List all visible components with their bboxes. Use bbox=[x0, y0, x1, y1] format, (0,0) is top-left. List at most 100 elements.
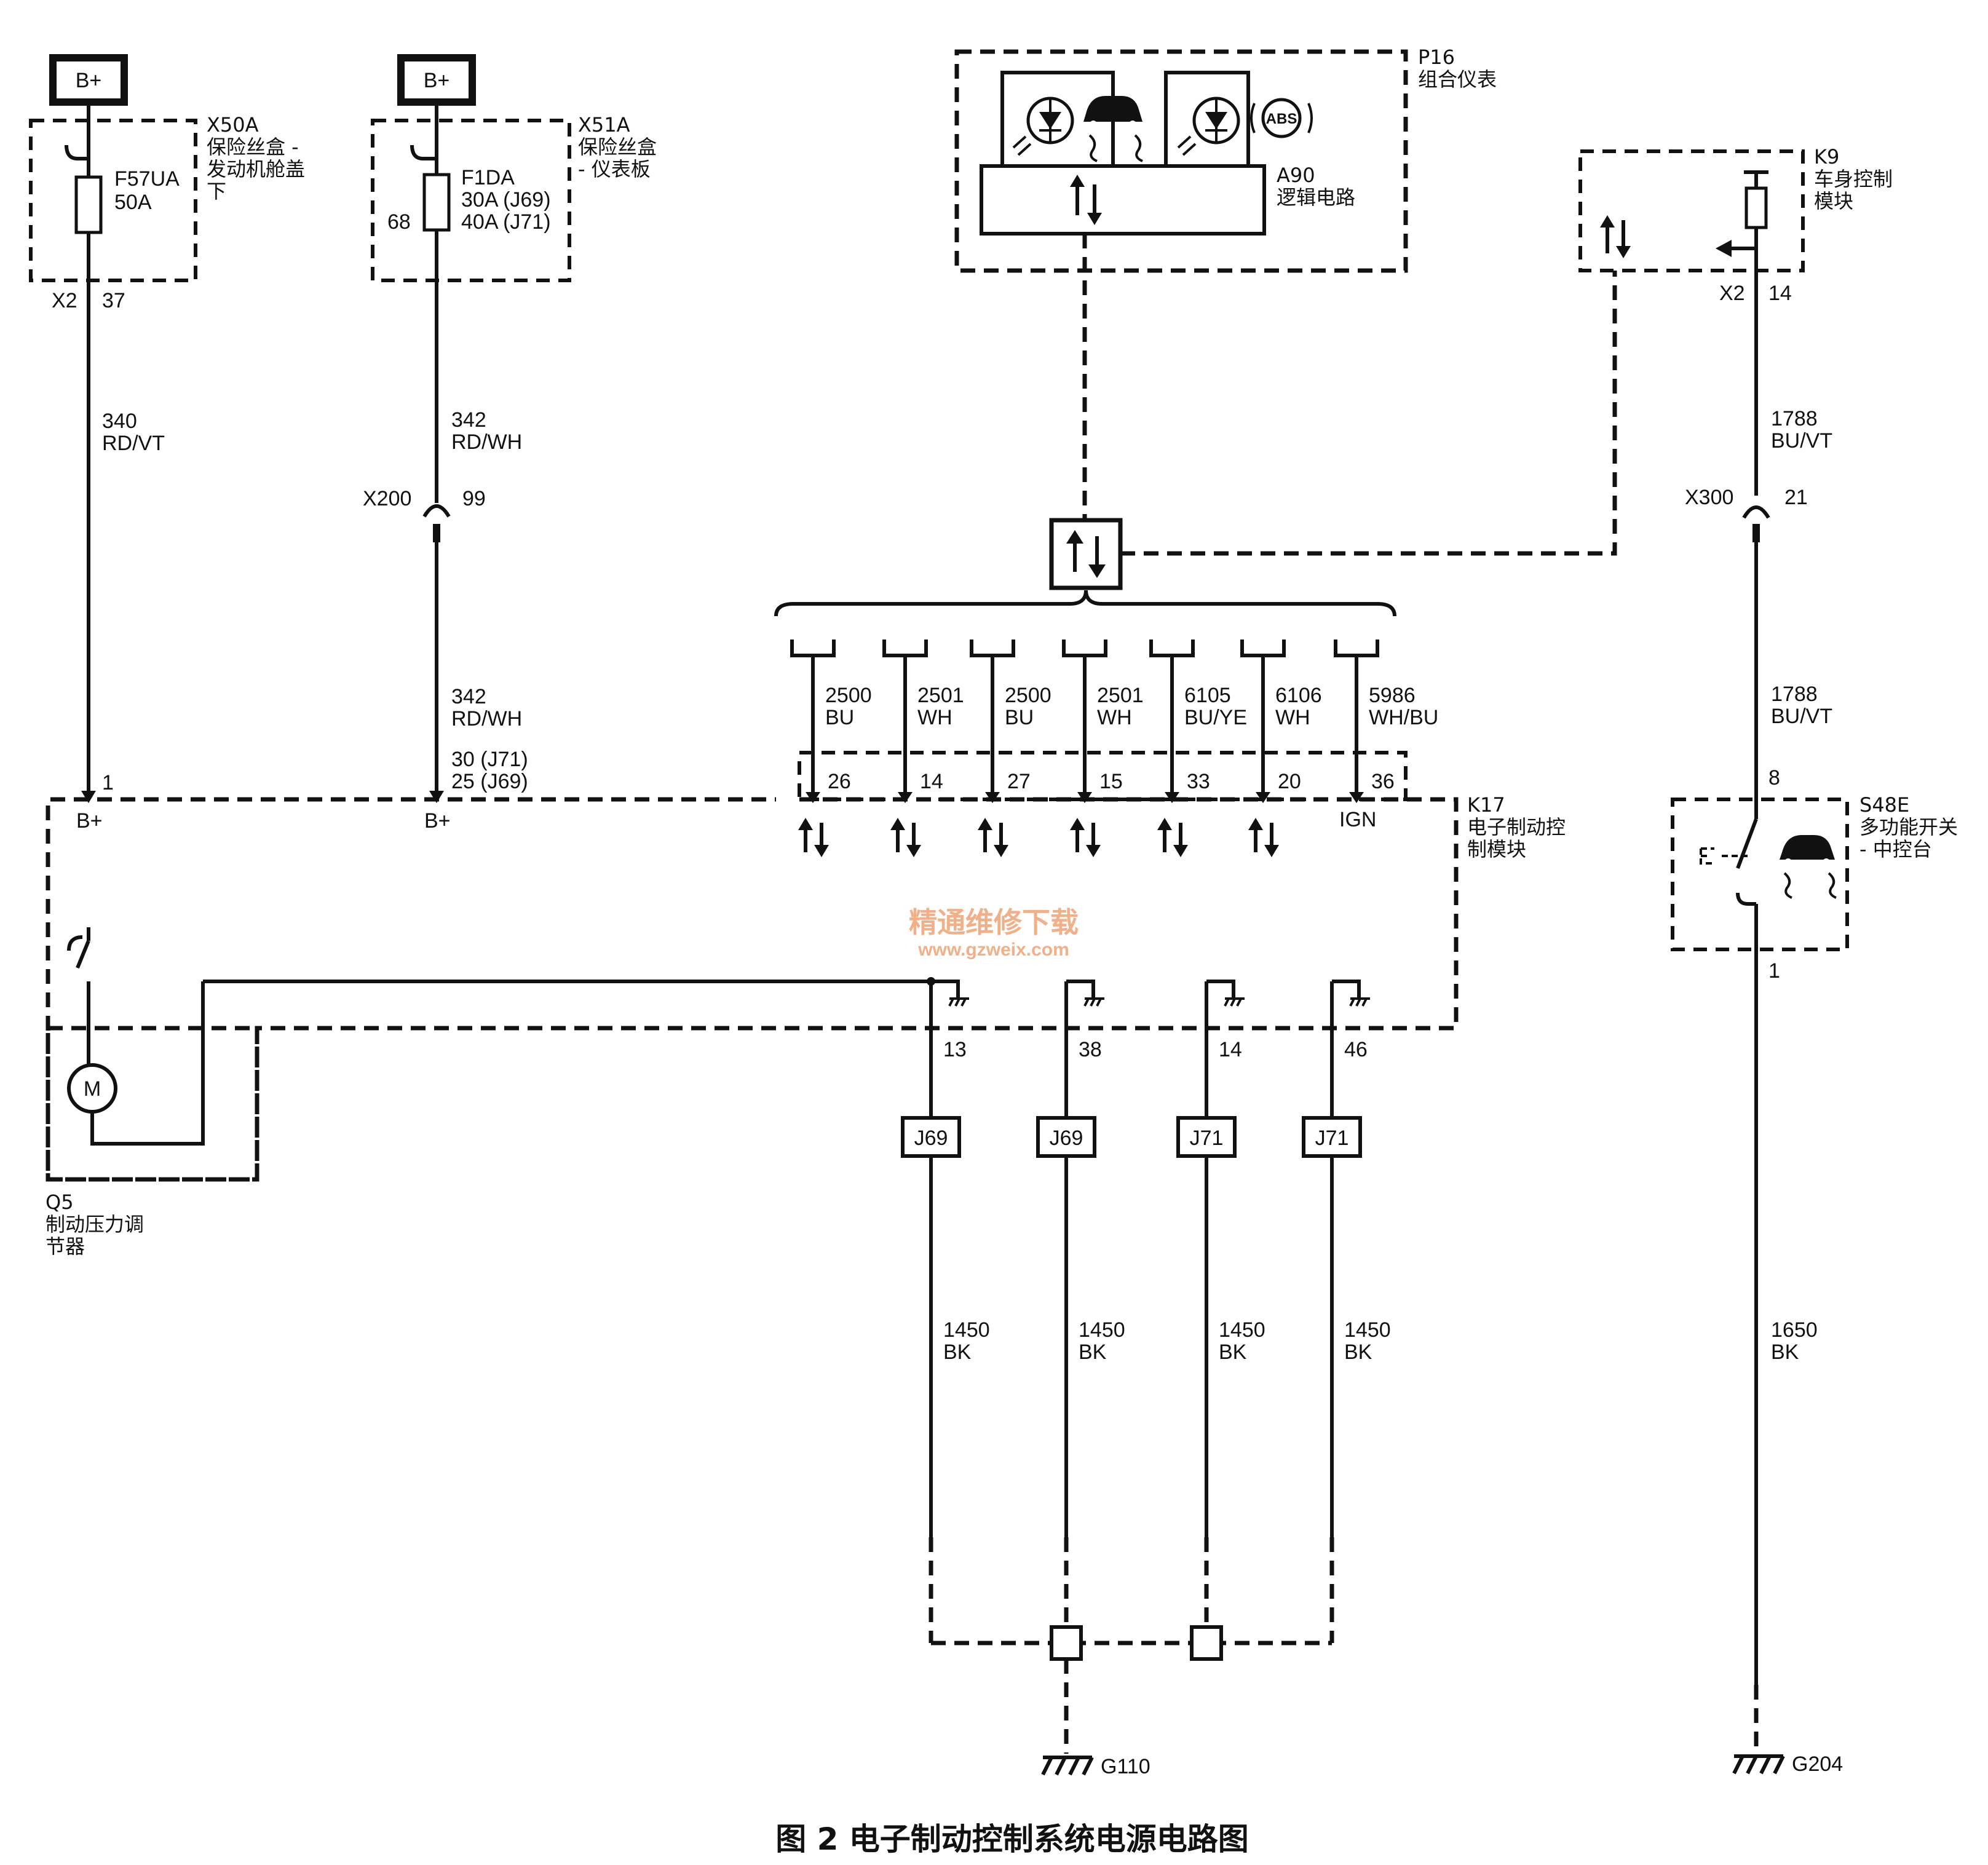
serial-data-hub bbox=[774, 271, 1617, 617]
ebcm-bplus-1: B+ bbox=[76, 809, 103, 833]
fuse-1-tap bbox=[65, 121, 90, 160]
data-line-terminal-icon bbox=[790, 639, 836, 657]
fuse-1-rating: 50A bbox=[114, 191, 152, 214]
ground-line-color: BK bbox=[1344, 1340, 1372, 1364]
watermark-url: www.gzweix.com bbox=[917, 940, 1069, 960]
ground-line-variant: J69 bbox=[914, 1127, 948, 1150]
data-line-number: 2501 bbox=[1097, 684, 1144, 707]
ground-line-number: 1450 bbox=[943, 1318, 990, 1342]
ebcm-pin-25: 25 (J69) bbox=[451, 770, 528, 793]
ground-line-color: BK bbox=[943, 1340, 972, 1364]
modulator-id: Q5 bbox=[46, 1190, 74, 1214]
switch-actuator-icon bbox=[1700, 847, 1748, 865]
wire-1788-bottom-color: BU/VT bbox=[1771, 705, 1832, 728]
lamp-2-frame bbox=[1164, 71, 1250, 166]
bidirectional-arrow-icon bbox=[1157, 818, 1188, 857]
ground-line-number: 1450 bbox=[1344, 1318, 1391, 1342]
light-ray-2 bbox=[1177, 135, 1197, 156]
ground-line-variant: J69 bbox=[1050, 1127, 1083, 1150]
module-ground-icon bbox=[931, 980, 960, 997]
modulator-outline bbox=[46, 1026, 259, 1182]
motor-label: M bbox=[84, 1077, 101, 1101]
fuse-2-rating-2: 40A (J71) bbox=[461, 210, 551, 234]
ground-line-number: 1450 bbox=[1219, 1318, 1265, 1342]
data-line-pin: 20 bbox=[1278, 770, 1301, 793]
wire-342-bottom-number: 342 bbox=[451, 685, 486, 708]
body-module-id: K9 bbox=[1814, 145, 1839, 168]
body-module-data-arrows-icon bbox=[1600, 215, 1631, 258]
cluster-id: P16 bbox=[1418, 46, 1455, 69]
fuse-2-rating-1: 30A (J69) bbox=[461, 188, 551, 212]
fuse-box-2-outline bbox=[371, 119, 571, 282]
splice-pack-icon bbox=[1050, 1625, 1083, 1661]
data-line-terminal-icon bbox=[1334, 639, 1379, 657]
body-module-input-arrow bbox=[1716, 240, 1732, 257]
body-control-module-k9: K9 车身控制 模块 X2 14 1788 BU/VT X300 21 1788… bbox=[1578, 145, 1893, 799]
motor-relay-contact-icon bbox=[76, 940, 90, 969]
bidirectional-arrow-icon bbox=[978, 818, 1008, 857]
fuse-box-1-connector: X2 bbox=[52, 289, 77, 312]
ground-g204-icon bbox=[1732, 1754, 1785, 1775]
fuse-box-1-name-2: 发动机舱盖 bbox=[207, 157, 305, 181]
data-hub-box bbox=[1049, 518, 1123, 590]
ebcm-ign-label: IGN bbox=[1339, 808, 1376, 831]
wire-1650-number: 1650 bbox=[1771, 1318, 1818, 1342]
motor-return-wire bbox=[90, 981, 205, 1146]
x200-connector-icon bbox=[422, 504, 451, 518]
ground-line-variant: J71 bbox=[1190, 1127, 1224, 1150]
module-ground-icon bbox=[1066, 980, 1095, 997]
ebcm-pin-30: 30 (J71) bbox=[451, 748, 528, 771]
switch-terminal-icon bbox=[1736, 892, 1758, 949]
data-hub-arrows-icon bbox=[1066, 530, 1106, 578]
bidirectional-arrow-icon bbox=[798, 818, 829, 857]
ground-g110-icon bbox=[1041, 1756, 1094, 1776]
fuse-box-x50a: B+ F57UA 50A X50A 保险丝盒 - 发动机舱盖 下 X2 37 3… bbox=[29, 54, 305, 794]
modulator-name-2: 节器 bbox=[46, 1235, 85, 1258]
ebcm-name-2: 制模块 bbox=[1467, 837, 1526, 861]
data-line-color: BU/YE bbox=[1184, 706, 1247, 729]
ebcm-bplus-2: B+ bbox=[424, 809, 451, 833]
ebcm-connector-outline bbox=[798, 751, 1408, 801]
body-module-connector: X2 bbox=[1719, 282, 1745, 305]
data-line-number: 2500 bbox=[825, 684, 872, 707]
data-line-number: 2501 bbox=[917, 684, 964, 707]
ebcm-k17: K17 电子制动控 制模块 B+ B+ IGN 2500BU262501WH14… bbox=[46, 639, 1566, 1778]
x300-pin: 21 bbox=[1784, 486, 1808, 509]
modulator-name-1: 制动压力调 bbox=[46, 1213, 144, 1236]
ground-line-pin: 14 bbox=[1219, 1038, 1242, 1061]
data-line-color: BU bbox=[825, 706, 854, 729]
brake-pressure-modulator-q5: M Q5 制动压力调 节器 bbox=[46, 927, 259, 1258]
fuse-box-1-outline bbox=[29, 119, 197, 282]
ground-g204-label: G204 bbox=[1792, 1752, 1843, 1776]
ebcm-ground-lines: 13J691450BK38J691450BK14J711450BK46J7114… bbox=[901, 980, 1391, 1776]
body-module-pullup bbox=[1744, 170, 1768, 188]
abs-label: ABS bbox=[1266, 111, 1297, 127]
body-module-name-1: 车身控制 bbox=[1814, 167, 1893, 191]
switch-pin-bottom: 1 bbox=[1768, 959, 1780, 983]
fuse-1-icon bbox=[74, 175, 103, 234]
module-ground-icon bbox=[1332, 980, 1361, 997]
data-line-pin: 33 bbox=[1187, 770, 1210, 793]
ebcm-data-lines: 2500BU262501WH142500BU272501WH156105BU/Y… bbox=[790, 639, 1438, 857]
bidirectional-arrow-icon bbox=[1070, 818, 1101, 857]
bidirectional-arrow-icon bbox=[1248, 818, 1279, 857]
fuse-box-2-name-1: 保险丝盒 bbox=[578, 135, 657, 159]
x200-pin: 99 bbox=[462, 487, 486, 510]
wire-342-bottom-color: RD/WH bbox=[451, 707, 522, 731]
data-line-pin: 15 bbox=[1099, 770, 1123, 793]
data-line-terminal-icon bbox=[970, 639, 1015, 657]
data-line-pin: 14 bbox=[920, 770, 943, 793]
body-module-data-link bbox=[1120, 271, 1617, 556]
data-line-pin: 36 bbox=[1371, 770, 1395, 793]
data-line-color: WH bbox=[1097, 706, 1132, 729]
wire-340-number: 340 bbox=[102, 410, 137, 433]
ground-line-variant: J71 bbox=[1315, 1127, 1349, 1150]
ebcm-outline bbox=[46, 797, 1459, 1182]
wire-1788-top-number: 1788 bbox=[1771, 407, 1818, 430]
